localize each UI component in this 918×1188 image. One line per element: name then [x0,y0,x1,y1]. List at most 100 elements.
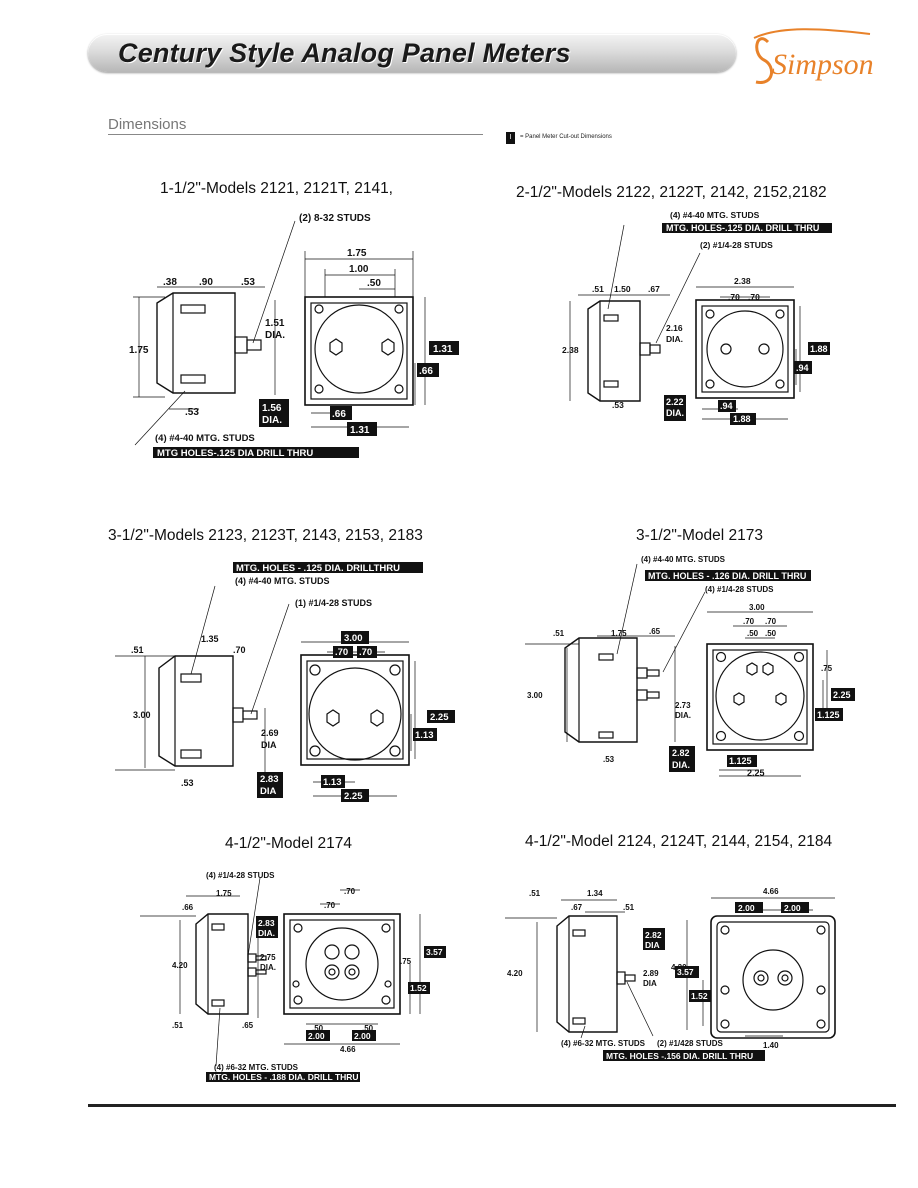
d1-dim-1.51-dia: DIA. [265,330,285,341]
d6-dim-1.40: 1.40 [763,1041,779,1050]
d1-mtg-holes: MTG HOLES-.125 DIA DRILL THRU [157,448,313,459]
d4-dim-2.25-bottom: 2.25 [747,768,765,778]
d2-dim-.70b: .70 [748,292,760,302]
d5-cutout-2.00a: 2.00 [308,1031,325,1041]
d6-dim-.51b: .51 [623,903,635,912]
drawing3-title: 3-1/2"-Models 2123, 2123T, 2143, 2153, 2… [108,527,423,544]
cutout-legend-marker: I [506,132,515,144]
d4-dim-.53: .53 [603,755,615,764]
d6-cutout-2.00b: 2.00 [784,903,801,913]
d2-cutout-2.22: 2.22 [666,397,684,407]
d3-cutout-.70a: .70 [335,647,348,658]
d1-dim-.50: .50 [367,278,381,289]
section-title: Dimensions [108,116,187,133]
d3-dim-1.35: 1.35 [201,634,219,644]
logo-text: Simpson [772,48,874,81]
d2-studs: (2) #1/4-28 STUDS [700,240,773,250]
d6-dim-2.89-dia: DIA [643,979,657,988]
drawing6: .51 1.34 .67 .51 4.66 4.20 4.20 2.89 DIA… [505,887,836,1061]
d1-dim-1.00: 1.00 [349,264,369,275]
drawing1-title: 1-1/2"-Models 2121, 2121T, 2141, [160,180,393,197]
drawing5: (4) #1/4-28 STUDS 1.75 .66 .70 .70 2.75 … [140,871,446,1082]
d1-cutout-.66-vert: .66 [419,366,433,377]
d5-dim-.50a: .50 [312,1024,324,1033]
d2-cutout-1.88-horiz: 1.88 [733,414,751,424]
d3-cutout-1.13-horiz: 1.13 [323,777,342,788]
d2-dim-2.16-dia: DIA. [666,334,683,344]
d2-mtg-holes: MTG. HOLES-.125 DIA. DRILL THRU [666,223,819,233]
d1-mtg-studs: (4) #4-40 MTG. STUDS [155,433,255,444]
d5-dim-.51: .51 [172,1021,184,1030]
d1-cutout-.66-horiz: .66 [332,409,346,420]
d3-mtg-holes: MTG. HOLES - .125 DIA. DRILLTHRU [236,563,400,574]
d6-cutout-2.82: 2.82 [645,930,662,940]
d1-cutout-1.56-dia: DIA. [262,415,282,426]
d5-dim-4.66: 4.66 [340,1045,356,1054]
footer-divider [88,1104,896,1107]
d2-mtg-studs: (4) #4-40 MTG. STUDS [670,210,760,220]
d1-dim-1.75-side: 1.75 [129,345,149,356]
d3-mtg-studs: (4) #4-40 MTG. STUDS [235,576,330,586]
page-title: Century Style Analog Panel Meters [118,38,571,68]
d1-dim-.38: .38 [163,277,177,288]
d5-cutout-2.83-dia: DIA. [258,928,275,938]
d5-cutout-2.00b: 2.00 [354,1031,371,1041]
d5-dim-.65: .65 [242,1021,254,1030]
d2-dim-2.38-side: 2.38 [562,345,579,355]
d4-dim-.51: .51 [553,629,565,638]
d5-cutout-3.57: 3.57 [426,947,443,957]
d4-dim-3.00-side: 3.00 [527,691,543,700]
d3-cutout-2.25-horiz: 2.25 [344,791,363,802]
d2-dim-2.38-top: 2.38 [734,276,751,286]
d2-cutout-.94-vert: .94 [796,363,809,373]
d1-cutout-1.31-vert: 1.31 [433,344,453,355]
d4-cutout-2.82-dia: DIA. [672,760,690,770]
d2-dim-.51: .51 [592,284,604,294]
d1-dim-1.51: 1.51 [265,318,285,329]
d2-dim-2.16: 2.16 [666,323,683,333]
d3-dim-.51: .51 [131,645,144,655]
d5-dim-2.75: 2.75 [260,953,276,962]
d3-dim-2.69: 2.69 [261,728,279,738]
d5-dim-.70a: .70 [344,887,356,896]
d6-dim-4.66: 4.66 [763,887,779,896]
d6-cutout-3.57: 3.57 [677,967,694,977]
drawing6-title: 4-1/2"-Model 2124, 2124T, 2144, 2154, 21… [525,833,833,850]
d1-cutout-1.56: 1.56 [262,403,282,414]
title-banner: Century Style Analog Panel Meters [88,34,736,72]
drawing2-title: 2-1/2"-Models 2122, 2122T, 2142, 2152,21… [516,184,827,201]
d4-mtg-holes: MTG. HOLES - .126 DIA. DRILL THRU [648,571,806,581]
d5-dim-.70b: .70 [324,901,336,910]
d4-dim-.50a: .50 [747,629,759,638]
d6-dim-.51: .51 [529,889,541,898]
d2-dim-1.50: 1.50 [614,284,631,294]
d1-dim-.53-bottom: .53 [185,407,199,418]
d4-dim-.70b: .70 [765,617,777,626]
d5-dim-.66: .66 [182,903,194,912]
d6-dim-2.89: 2.89 [643,969,659,978]
d5-mtg-studs: (4) #6-32 MTG. STUDS [214,1063,299,1072]
d6-dim-.67: .67 [571,903,583,912]
d6-cutout-2.00a: 2.00 [738,903,755,913]
d3-cutout-2.83: 2.83 [260,774,279,785]
drawing1: (2) 8-32 STUDS 1.75 1.00 .50 .38 .90 .53… [129,213,459,459]
d5-cutout-2.83: 2.83 [258,918,275,928]
d3-dim-2.69-dia: DIA [261,740,277,750]
drawing2: (4) #4-40 MTG. STUDS (2) #1/4-28 STUDS 2… [562,210,832,425]
d3-dim-.53: .53 [181,778,194,788]
d5-dim-.50b: .50 [362,1024,374,1033]
d2-cutout-.94-horiz: .94 [720,401,733,411]
d6-dim-1.34: 1.34 [587,889,603,898]
d2-dim-.67: .67 [648,284,660,294]
d5-mtg-holes: MTG. HOLES - .188 DIA. DRILL THRU [209,1072,359,1082]
drawing4-title: 3-1/2"-Model 2173 [636,527,763,544]
d4-dim-1.75: 1.75 [611,629,627,638]
d6-cutout-2.82-dia: DIA [645,940,660,950]
d6-dim-4.20b: 4.20 [507,969,523,978]
d1-dim-1.75-top: 1.75 [347,248,367,259]
simpson-logo: Simpson [753,28,874,84]
d1-dim-.53-top: .53 [241,277,255,288]
d4-dim-2.73: 2.73 [675,701,691,710]
d3-dim-3.00-side: 3.00 [133,710,151,720]
d2-dim-.70a: .70 [728,292,740,302]
